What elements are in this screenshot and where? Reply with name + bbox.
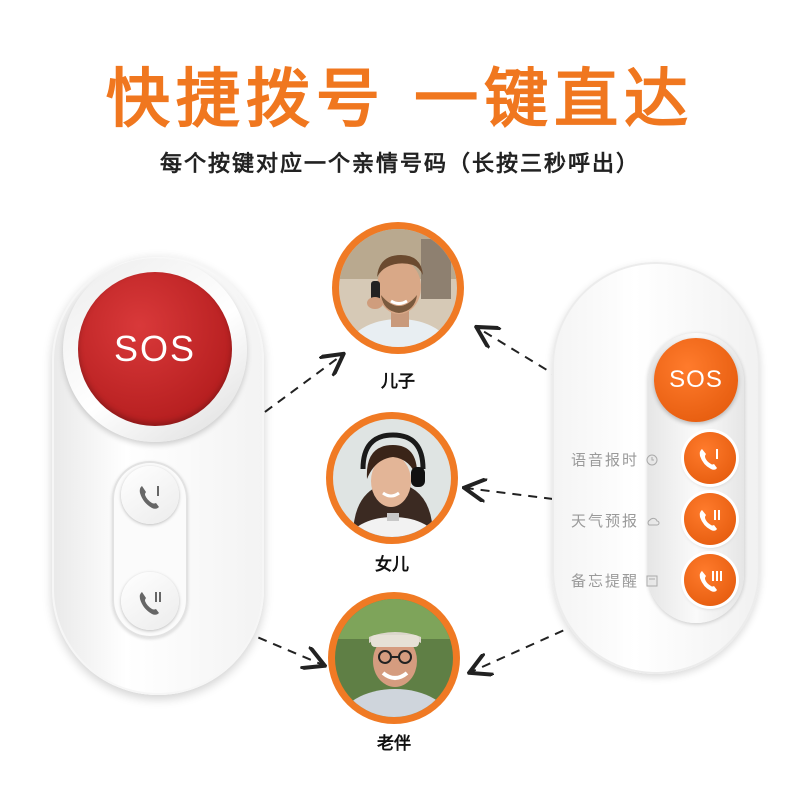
phone-2-icon (139, 592, 161, 615)
contact-spouse-avatar (328, 592, 460, 724)
left-sos-label: SOS (113, 328, 197, 369)
label-memo: 备忘提醒 (571, 570, 658, 591)
headline: 快捷拨号 一键直达 (105, 63, 695, 137)
daughter-photo (333, 419, 451, 537)
contact-son-name: 儿子 (381, 372, 415, 392)
man-on-phone-illustration (339, 229, 457, 347)
woman-headphones-illustration (333, 419, 451, 537)
phone-2-icon (699, 510, 720, 531)
left-speed-dial-1-button[interactable] (121, 466, 179, 524)
note-icon (646, 575, 658, 587)
label-weather: 天气预报 (571, 510, 660, 531)
label-voice-time: 语音报时 (571, 449, 658, 470)
right-speed-dial-1-button[interactable] (684, 432, 736, 484)
contact-daughter-name: 女儿 (375, 555, 409, 575)
contact-spouse-name: 老伴 (377, 734, 411, 754)
son-photo (339, 229, 457, 347)
clock-icon (646, 454, 658, 466)
subtitle: 每个按键对应一个亲情号码（长按三秒呼出） (159, 152, 640, 177)
elderly-man-illustration (335, 599, 453, 717)
cloud-icon (647, 517, 660, 526)
left-sos-button[interactable]: SOS (78, 272, 232, 426)
contact-son-avatar (332, 222, 464, 354)
spouse-photo (335, 599, 453, 717)
phone-3-icon (699, 571, 722, 592)
contact-daughter-avatar (326, 412, 458, 544)
phone-1-icon (699, 449, 718, 470)
right-speed-dial-3-button[interactable] (684, 554, 736, 606)
right-sos-button[interactable]: SOS (654, 338, 738, 422)
left-speed-dial-2-button[interactable] (121, 572, 179, 630)
right-speed-dial-2-button[interactable] (684, 493, 736, 545)
right-sos-label: SOS (669, 366, 723, 393)
phone-1-icon (139, 486, 159, 509)
